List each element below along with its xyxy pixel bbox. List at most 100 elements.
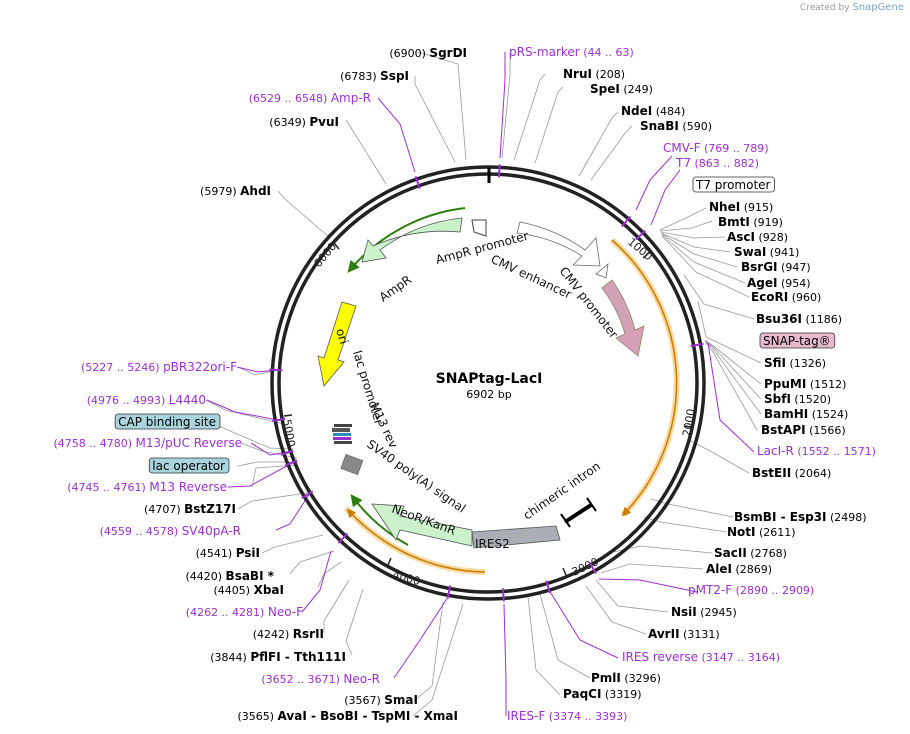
feature-box-t7prom: T7 promoter [692, 176, 775, 193]
primer-label-m13r: (4745 .. 4761) M13 Reverse [67, 480, 227, 494]
backbone-outer-ring [270, 165, 706, 601]
tick-2000: 2000 [680, 408, 698, 438]
enzyme-label-bstapi: BstAPI (1566) [761, 423, 846, 437]
enzyme-label-ppumi: PpuMI (1512) [764, 377, 846, 391]
primer-site-mark [280, 449, 294, 456]
primer-label-t7: T7 (863 .. 882) [675, 156, 759, 170]
primer-site-mark [635, 229, 646, 241]
feature-box-snapbox: SNAP-tag® [759, 332, 836, 349]
tick-4000: 4000 [391, 568, 421, 588]
enzyme-label-ahdi: (5979) AhdI [200, 184, 271, 198]
enzyme-label-swai: SwaI (941) [734, 245, 799, 259]
plasmid-size: 6902 bp [466, 388, 511, 401]
enzyme-label-xbai: (4405) XbaI [214, 583, 284, 597]
enzyme-label-psii: (4541) PsiI [196, 546, 260, 560]
primer-label-sv40pa: (4559 .. 4578) SV40pA-R [100, 524, 241, 538]
primer-site-mark [588, 561, 597, 575]
enzyme-label-bamhi: BamHI (1524) [764, 407, 848, 421]
enzyme-label-nhei: NheI (915) [709, 200, 773, 214]
primer-label-prs: pRS-marker (44 .. 63) [509, 45, 634, 59]
primer-label-m13puc: (4758 .. 4780) M13/pUC Reverse [53, 436, 242, 450]
feature-cmv-small [595, 263, 609, 279]
enzyme-label-rsrii: (4242) RsrII [253, 627, 324, 641]
primer-site-mark [272, 417, 286, 422]
feature-box-lacop: lac operator [148, 457, 230, 474]
primer-site-mark [690, 342, 704, 348]
feature-cmv-enhancer [516, 221, 601, 267]
tick-5000: 5000 [280, 418, 298, 448]
feature-ori [317, 301, 357, 387]
primer-site-mark [269, 368, 283, 372]
primer-label-cmvf: CMV-F (769 .. 789) [663, 141, 769, 155]
enzyme-label-avrii: AvrII (3131) [648, 627, 720, 641]
primer-site-mark [545, 580, 551, 594]
enzyme-label-sacii: SacII (2768) [714, 546, 787, 560]
primer-label-pmt2: pMT2-F (2890 .. 2909) [688, 583, 814, 597]
feature-ampr-promoter [471, 219, 487, 237]
enzyme-label-bsu36i: Bsu36I (1186) [756, 312, 842, 326]
feature-box-cap: CAP binding site [114, 413, 221, 430]
leader-lines [205, 51, 762, 717]
label-ori: ori [333, 327, 351, 346]
feature-box-label: T7 promoter [695, 178, 771, 192]
snapgene-credit: Created by SnapGene [800, 2, 904, 13]
enzyme-label-nsii: NsiI (2945) [671, 605, 737, 619]
enzyme-label-noti: NotI (2611) [727, 525, 796, 539]
enzyme-label-bsrgi: BsrGI (947) [741, 260, 811, 274]
feature-cmv-promoter [601, 279, 645, 357]
primer-label-iresrev: IRES reverse (3147 .. 3164) [622, 650, 780, 664]
credit-prefix: Created by [800, 3, 850, 13]
enzyme-label-bstz17i: (4707) BstZ17I [144, 502, 236, 516]
feature-neor [371, 503, 473, 547]
label-ampr: AmpR [377, 272, 414, 304]
primer-label-ampr_primer: (6529 .. 6548) Amp-R [249, 91, 371, 105]
enzyme-label-agei: AgeI (954) [747, 276, 811, 290]
primer-markers [206, 52, 755, 716]
primer-label-pbr: (5227 .. 5246) pBR322ori-F [81, 360, 237, 374]
enzyme-label-ndei: NdeI (484) [621, 104, 685, 118]
plasmid-name: SNAPtag-LacI [436, 371, 543, 387]
primer-site-mark [284, 459, 298, 467]
feature-box-label: CAP binding site [118, 415, 216, 429]
primer-site-mark [414, 176, 421, 189]
enzyme-label-ecori: EcoRI (960) [751, 290, 821, 304]
feature-lac-cluster [332, 424, 352, 444]
enzyme-label-avai: (3565) AvaI - BsoBI - TspMI - XmaI [237, 709, 458, 723]
enzyme-label-sspi: (6783) SspI [340, 69, 409, 83]
enzyme-label-sbfi: SbfI (1520) [764, 392, 831, 406]
label-sv40: SV40 poly(A) signal [364, 437, 468, 516]
primer-site-mark [446, 585, 452, 599]
primer-site-mark [501, 588, 505, 602]
enzyme-label-bmti: BmtI (919) [718, 215, 783, 229]
enzyme-label-pmli: PmlI (3296) [591, 671, 661, 685]
enzyme-label-alei: AleI (2869) [706, 562, 772, 576]
enzyme-label-smai: (3567) SmaI [344, 693, 418, 707]
enzyme-label-paqci: PaqCI (3319) [563, 687, 642, 701]
feature-ires2 [471, 525, 561, 549]
enzyme-label-pflfi: (3844) PflFI - Tth111I [210, 650, 346, 664]
primer-site-mark [301, 490, 314, 499]
neor-inner-arc [350, 494, 409, 546]
feature-chimeric-intron [563, 503, 593, 524]
enzyme-label-bsmbi: BsmBI - Esp3I (2498) [734, 510, 867, 524]
credit-brand: SnapGene [852, 2, 904, 13]
primer-label-iresf: IRES-F (3374 .. 3393) [507, 709, 627, 723]
label-ires2: IRES2 [475, 537, 510, 551]
enzyme-label-snabi: SnaBI (590) [640, 119, 712, 133]
enzyme-label-pvui: (6349) PvuI [269, 115, 339, 129]
primer-site-mark [621, 215, 632, 228]
enzyme-label-bsteii: BstEII (2064) [752, 466, 831, 480]
enzyme-label-spei: SpeI (249) [590, 82, 653, 96]
enzyme-label-sgrdi: (6900) SgrDI [389, 46, 467, 60]
primer-site-mark [497, 164, 501, 178]
enzyme-label-sfii: SfiI (1326) [764, 356, 826, 370]
ampr-orf-arc [347, 207, 466, 273]
primer-label-lacir: LacI-R (1552 .. 1571) [757, 444, 876, 458]
enzyme-label-asci: AscI (928) [727, 230, 788, 244]
label-intron: chimeric intron [521, 459, 603, 522]
primer-site-mark [337, 532, 349, 544]
feature-sv40-block [340, 453, 364, 475]
feature-box-label: lac operator [152, 459, 225, 473]
